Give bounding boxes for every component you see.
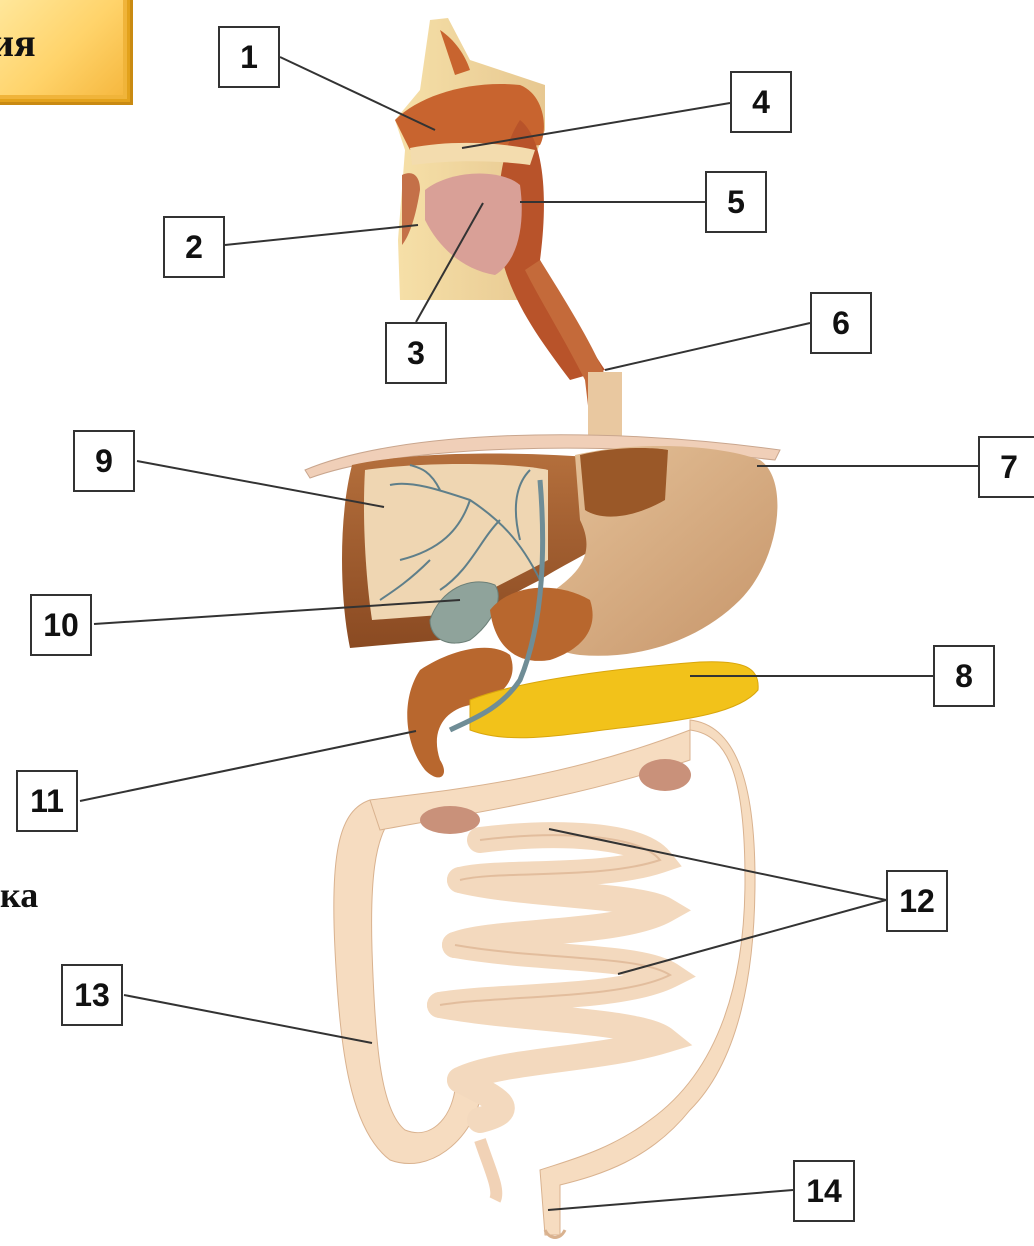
label-2: 2 [163,216,225,278]
label-9: 9 [73,430,135,492]
label-10: 10 [30,594,92,656]
colon-cut-left [420,806,480,834]
pancreas [470,662,758,738]
label-6: 6 [810,292,872,354]
label-5: 5 [705,171,767,233]
ascending-colon [334,800,480,1164]
colon-cut-right [639,759,691,791]
label-1: 1 [218,26,280,88]
label-7: 7 [978,436,1034,498]
label-8: 8 [933,645,995,707]
label-14: 14 [793,1160,855,1222]
label-4: 4 [730,71,792,133]
appendix [480,1140,496,1200]
label-3: 3 [385,322,447,384]
label-11: 11 [16,770,78,832]
label-13: 13 [61,964,123,1026]
label-12: 12 [886,870,948,932]
